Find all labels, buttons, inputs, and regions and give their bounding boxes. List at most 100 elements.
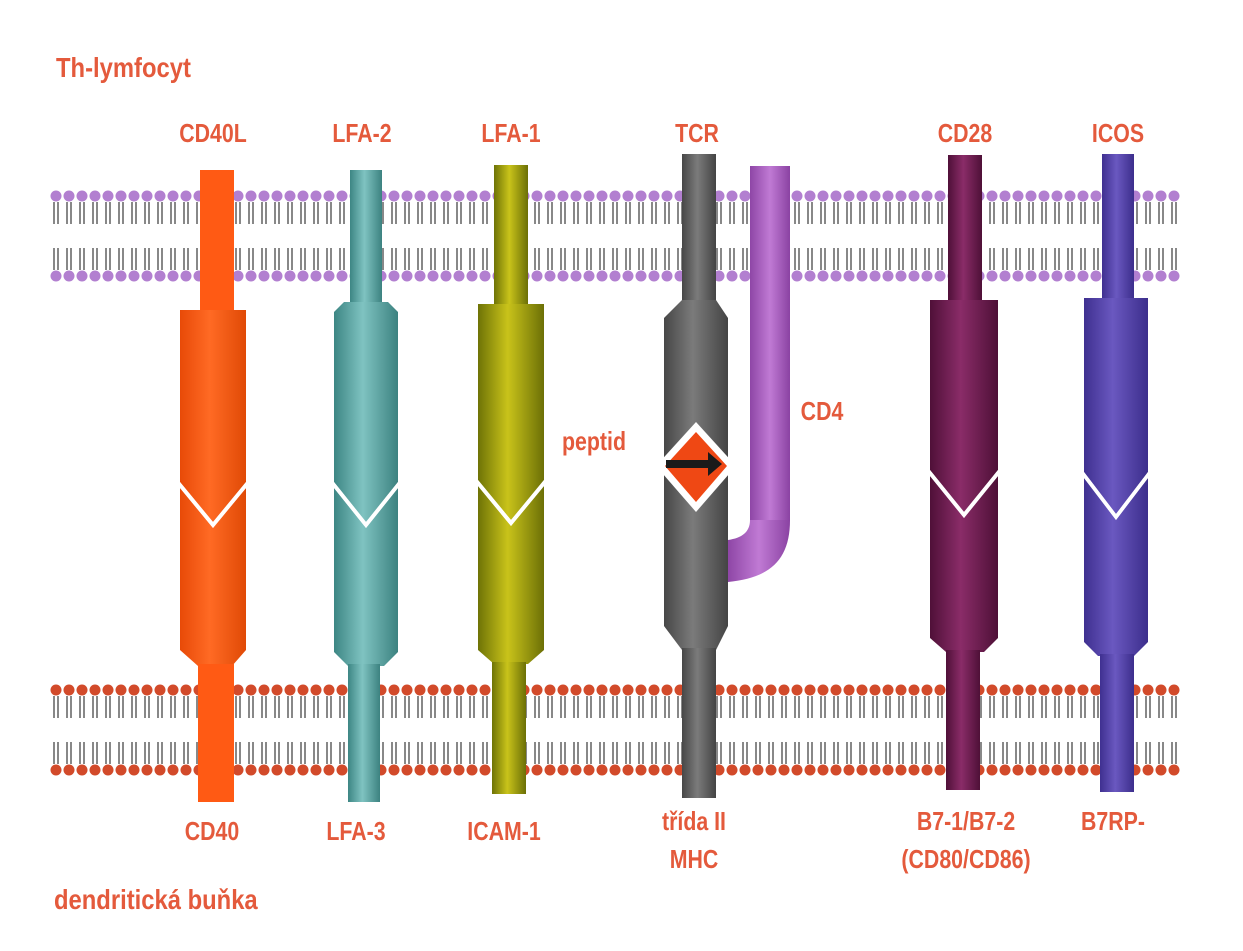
lipid-head <box>597 765 608 776</box>
lfa2-domain <box>334 302 398 522</box>
lipid-head <box>792 271 803 282</box>
lipid-head <box>1169 685 1180 696</box>
lipid-head <box>1078 765 1089 776</box>
lipid-head <box>831 271 842 282</box>
lipid-head <box>389 191 400 202</box>
lipid-head <box>571 765 582 776</box>
lipid-head <box>727 191 738 202</box>
lipid-head <box>805 685 816 696</box>
lipid-head <box>623 271 634 282</box>
lipid-head <box>649 271 660 282</box>
lipid-head <box>571 271 582 282</box>
lipid-head <box>324 765 335 776</box>
b7rp-label: B7RP- <box>1031 806 1195 837</box>
lipid-head <box>1013 271 1024 282</box>
lipid-head <box>129 271 140 282</box>
lfa1-stalk <box>494 165 528 305</box>
lipid-head <box>1143 765 1154 776</box>
lipid-head <box>1156 685 1167 696</box>
lipid-head <box>987 765 998 776</box>
lipid-head <box>1052 271 1063 282</box>
lipid-head <box>844 191 855 202</box>
lipid-head <box>64 191 75 202</box>
lipid-head <box>766 765 777 776</box>
lipid-head <box>116 271 127 282</box>
lipid-head <box>142 685 153 696</box>
lipid-head <box>844 685 855 696</box>
lipid-head <box>883 685 894 696</box>
lipid-head <box>77 271 88 282</box>
lipid-head <box>142 271 153 282</box>
cd40-label: CD40 <box>130 816 294 847</box>
lipid-head <box>844 271 855 282</box>
lipid-head <box>558 191 569 202</box>
lipid-head <box>428 191 439 202</box>
lipid-head <box>935 685 946 696</box>
lipid-head <box>1039 191 1050 202</box>
cd28-label: CD28 <box>883 118 1047 149</box>
lipid-head <box>51 191 62 202</box>
lipid-head <box>1065 271 1076 282</box>
lipid-head <box>649 765 660 776</box>
lipid-head <box>870 765 881 776</box>
lipid-head <box>51 765 62 776</box>
lfa1-domain <box>478 304 544 520</box>
lipid-head <box>428 765 439 776</box>
lipid-head <box>571 685 582 696</box>
lipid-head <box>818 765 829 776</box>
lipid-head <box>649 191 660 202</box>
cd40l-stalk <box>200 170 234 310</box>
tcr-stalk <box>682 154 716 304</box>
lipid-head <box>1156 271 1167 282</box>
lipid-head <box>1013 765 1024 776</box>
lipid-head <box>857 685 868 696</box>
lipid-head <box>792 685 803 696</box>
lipid-head <box>558 765 569 776</box>
lipid-head <box>623 685 634 696</box>
lipid-head <box>259 191 270 202</box>
lipid-head <box>545 271 556 282</box>
lipid-head <box>103 191 114 202</box>
lipid-head <box>246 685 257 696</box>
lipid-head <box>1000 765 1011 776</box>
lipid-head <box>181 271 192 282</box>
lipid-head <box>662 765 673 776</box>
lipid-head <box>259 685 270 696</box>
lipid-head <box>311 765 322 776</box>
lipid-head <box>727 765 738 776</box>
lipid-head <box>285 765 296 776</box>
mhc-label: MHC <box>612 844 776 875</box>
lipid-head <box>155 765 166 776</box>
lipid-head <box>1052 191 1063 202</box>
lipid-head <box>831 765 842 776</box>
lipid-head <box>129 765 140 776</box>
lipid-head <box>441 271 452 282</box>
lipid-head <box>90 765 101 776</box>
cd80-cd86-label: (CD80/CD86) <box>884 844 1048 875</box>
icos-stalk <box>1102 154 1134 300</box>
b7rp-stalk <box>1100 654 1134 792</box>
lipid-head <box>1091 191 1102 202</box>
lipid-head <box>311 271 322 282</box>
tcr-label: TCR <box>615 118 779 149</box>
lipid-head <box>142 765 153 776</box>
lipid-head <box>142 191 153 202</box>
lipid-head <box>272 685 283 696</box>
icos-label: ICOS <box>1036 118 1200 149</box>
lipid-head <box>883 765 894 776</box>
lipid-head <box>805 271 816 282</box>
lipid-head <box>428 271 439 282</box>
icam1-label: ICAM-1 <box>422 816 586 847</box>
lipid-head <box>870 685 881 696</box>
lipid-head <box>1000 685 1011 696</box>
lipid-head <box>584 271 595 282</box>
lipid-head <box>1078 191 1089 202</box>
lipid-head <box>467 685 478 696</box>
lipid-head <box>129 191 140 202</box>
lipid-head <box>636 765 647 776</box>
lipid-head <box>480 685 491 696</box>
lipid-head <box>90 685 101 696</box>
lipid-head <box>324 271 335 282</box>
lipid-head <box>597 191 608 202</box>
lipid-head <box>1169 191 1180 202</box>
